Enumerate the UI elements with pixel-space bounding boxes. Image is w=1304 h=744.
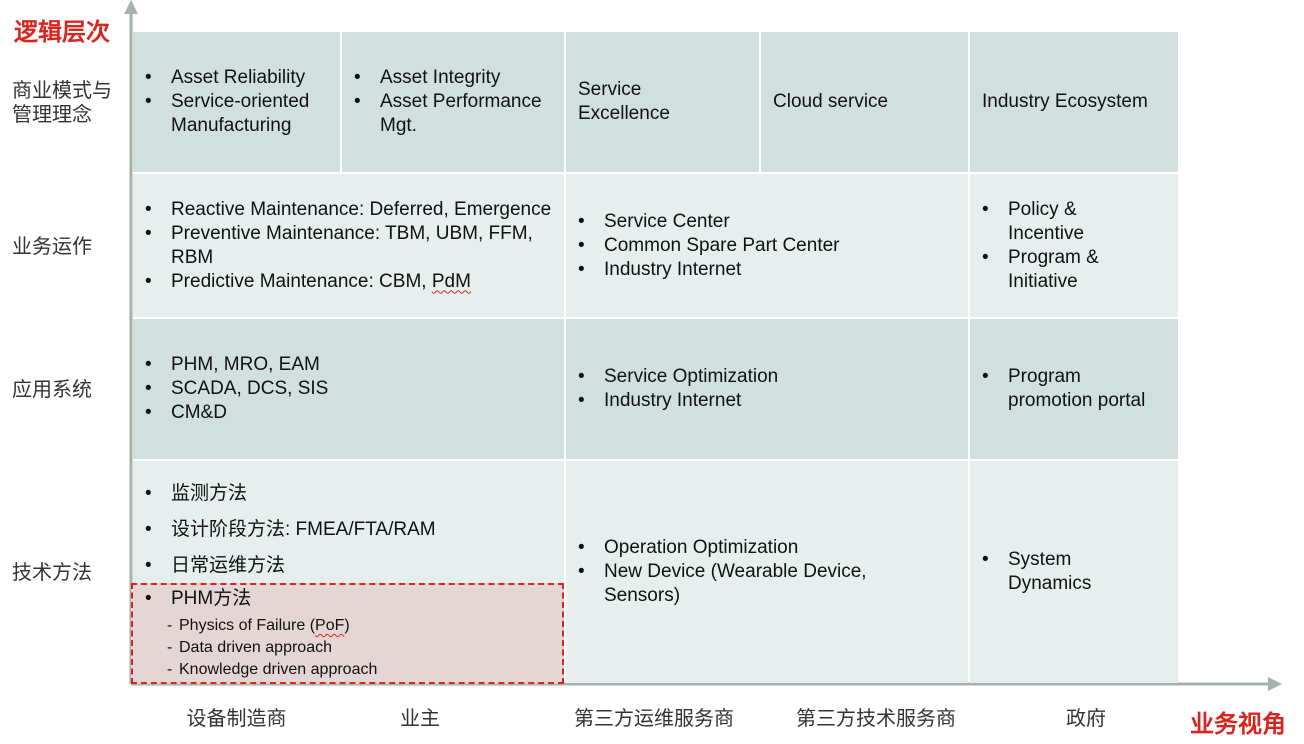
cell-application-left: PHM, MRO, EAM SCADA, DCS, SIS CM&D <box>133 319 564 459</box>
phm-methods-title: PHM方法 <box>133 587 562 611</box>
row-label-operations: 业务运作 <box>12 234 92 258</box>
col-label-owner: 业主 <box>400 706 440 730</box>
cell-technique-right: System Dynamics <box>970 461 1178 683</box>
bullet-item: SCADA, DCS, SIS <box>133 377 328 401</box>
bullet-item: CM&D <box>133 401 328 425</box>
phm-methods-box: PHM方法 Physics of Failure (PoF) Data driv… <box>131 583 564 684</box>
bullet-item: Service-oriented Manufacturing <box>133 90 340 138</box>
bullet-item: 日常运维方法 <box>133 548 436 584</box>
bullet-item: Service Optimization <box>566 365 778 389</box>
bullet-item: Operation Optimization <box>566 536 896 560</box>
bullet-item: Policy & Incentive <box>970 198 1110 246</box>
row-label-business-model: 商业模式与管理理念 <box>12 78 112 126</box>
phm-sub-item: Data driven approach <box>133 637 562 659</box>
cell-application-right: Program promotion portal <box>970 319 1178 459</box>
bullet-item: PHM, MRO, EAM <box>133 353 328 377</box>
y-axis-title: 逻辑层次 <box>14 18 110 46</box>
cell-operations-middle: Service Center Common Spare Part Center … <box>566 174 968 317</box>
bullet-item: Program promotion portal <box>970 365 1160 413</box>
bullet-item: Reactive Maintenance: Deferred, Emergenc… <box>133 198 553 222</box>
bullet-item: Asset Reliability <box>133 66 340 90</box>
phm-sub-item: Knowledge driven approach <box>133 659 562 681</box>
cell-operations-right: Policy & Incentive Program & Initiative <box>970 174 1178 317</box>
cell-operations-left: Reactive Maintenance: Deferred, Emergenc… <box>133 174 564 317</box>
row-label-application: 应用系统 <box>12 377 92 401</box>
cell-third-party-om-business: Service Excellence <box>566 32 759 172</box>
col-label-manufacturer: 设备制造商 <box>186 706 287 730</box>
bullet-item: Predictive Maintenance: CBM, PdM <box>133 270 553 294</box>
bullet-item: Asset Integrity <box>342 66 564 90</box>
bullet-item: Preventive Maintenance: TBM, UBM, FFM, R… <box>133 222 553 270</box>
bullet-item: Common Spare Part Center <box>566 234 840 258</box>
cell-manufacturer-business: Asset Reliability Service-oriented Manuf… <box>133 32 340 172</box>
cell-government-business: Industry Ecosystem <box>970 32 1178 172</box>
col-label-third-party-tech: 第三方技术服务商 <box>796 706 956 730</box>
bullet-item: Industry Internet <box>566 258 840 282</box>
col-label-government: 政府 <box>1066 706 1106 730</box>
row-label-technique: 技术方法 <box>12 560 92 584</box>
bullet-item: Program & Initiative <box>970 246 1110 294</box>
bullet-item: System Dynamics <box>970 548 1100 596</box>
phm-sub-item: Physics of Failure (PoF) <box>133 615 562 637</box>
cell-third-party-tech-business: Cloud service <box>761 32 968 172</box>
bullet-item: Asset Performance Mgt. <box>342 90 564 138</box>
bullet-item: 设计阶段方法: FMEA/FTA/RAM <box>133 512 436 548</box>
cell-technique-middle: Operation Optimization New Device (Weara… <box>566 461 968 683</box>
bullet-item: New Device (Wearable Device, Sensors) <box>566 560 896 608</box>
cell-application-middle: Service Optimization Industry Internet <box>566 319 968 459</box>
bullet-item: Service Center <box>566 210 840 234</box>
bullet-item: 监测方法 <box>133 476 436 512</box>
col-label-third-party-om: 第三方运维服务商 <box>574 706 734 730</box>
cell-owner-business: Asset Integrity Asset Performance Mgt. <box>342 32 564 172</box>
x-axis-title: 业务视角 <box>1190 710 1286 738</box>
bullet-item: Industry Internet <box>566 389 778 413</box>
